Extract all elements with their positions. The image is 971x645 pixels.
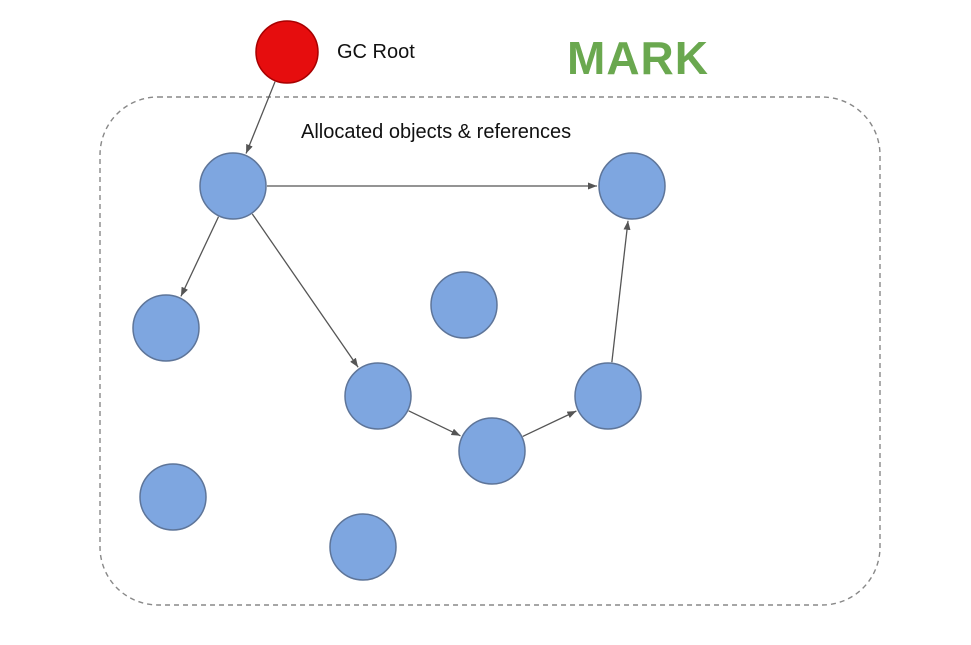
heap-region-label: Allocated objects & references [301,121,572,143]
object-node-h [139,463,207,531]
phase-title: MARK [567,32,709,84]
object-node-a [199,152,267,220]
reference-arrow-root-a [245,81,276,154]
object-node-e [344,362,412,430]
heap-region-border [99,96,881,606]
heap-region-layer [99,96,881,606]
reference-edges-layer [180,81,631,438]
object-node-d [430,271,498,339]
reference-arrow-a-e [251,213,359,368]
object-node-i [329,513,397,581]
object-nodes-layer [132,20,666,581]
reference-arrow-g-f [522,410,577,438]
object-node-b [598,152,666,220]
gc-root-node [255,20,319,84]
object-node-c [132,294,200,362]
object-node-g [458,417,526,485]
reference-arrow-f-b [611,220,631,363]
gc-root-label: GC Root [337,41,415,63]
reference-arrow-e-g [408,410,461,437]
object-node-f [574,362,642,430]
reference-arrow-a-c [180,216,220,297]
